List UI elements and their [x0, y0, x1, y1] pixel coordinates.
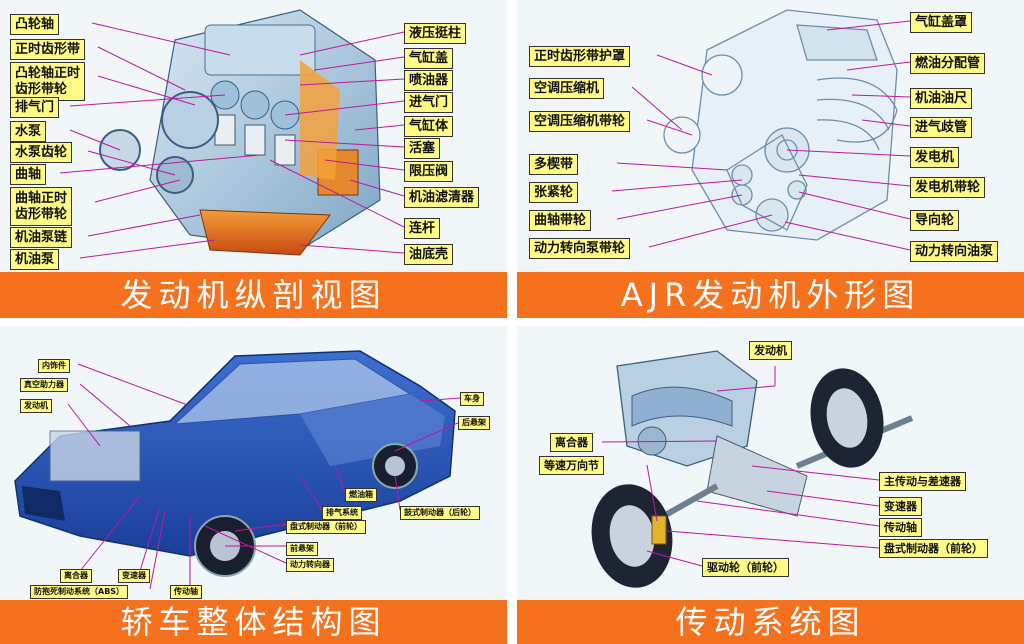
- label-hydraulic-tappet: 液压挺柱: [404, 23, 467, 44]
- label-water-pump-gear: 水泵齿轮: [10, 142, 73, 163]
- label-clutch: 离合器: [550, 433, 593, 452]
- label-alternator: 发电机: [910, 147, 960, 168]
- car-structure-illustration: [14, 350, 461, 590]
- label-engine: 发动机: [20, 399, 52, 413]
- panel-ajr-engine: 正时齿形带护罩 空调压缩机 空调压缩机带轮 多楔带 张紧轮 曲轴带轮 动力转向泵…: [517, 0, 1024, 318]
- panel-title: AJR发动机外形图: [517, 272, 1024, 318]
- label-oil-pan: 油底壳: [404, 244, 454, 265]
- label-piston: 活塞: [404, 138, 441, 159]
- label-intake-manifold: 进气歧管: [910, 117, 973, 138]
- panel-engine-section: 凸轮轴 正时齿形带 凸轮轴正时 齿形带轮 排气门 水泵 水泵齿轮 曲轴 曲轴正时…: [0, 0, 507, 318]
- label-fuel-tank: 燃油箱: [345, 488, 377, 502]
- panel-title: 传动系统图: [517, 600, 1024, 644]
- label-oil-pump-chain: 机油泵链: [10, 227, 73, 248]
- label-oil-pump: 机油泵: [10, 249, 60, 270]
- panel-car-structure: 内饰件 真空助力器 发动机 车身 后悬架 燃油箱 排气系统 鼓式制动器（后轮） …: [0, 326, 507, 644]
- label-cylinder-head: 气缸盖: [404, 48, 454, 69]
- label-crankshaft-pulley: 曲轴带轮: [529, 210, 592, 231]
- label-drive-shaft: 传动轴: [879, 518, 922, 537]
- label-camshaft-timing-pulley: 凸轮轴正时 齿形带轮: [10, 62, 86, 102]
- label-tensioner: 张紧轮: [529, 182, 579, 203]
- label-final-drive-differential: 主传动与差速器: [879, 472, 966, 491]
- label-connecting-rod: 连杆: [404, 218, 441, 239]
- label-power-steering-gear: 动力转向器: [286, 558, 334, 572]
- label-cylinder-block: 气缸体: [404, 116, 454, 137]
- panel-title: 轿车整体结构图: [0, 600, 507, 644]
- label-exhaust-system: 排气系统: [322, 506, 362, 520]
- label-power-steering-pump: 动力转向油泵: [910, 241, 999, 262]
- label-drive-shaft: 传动轴: [170, 585, 202, 599]
- panel-drivetrain: 发动机 离合器 等速万向节 主传动与差速器 变速器 传动轴 盘式制动器（前轮） …: [517, 326, 1024, 644]
- label-camshaft: 凸轮轴: [10, 14, 60, 35]
- label-vacuum-booster: 真空助力器: [20, 378, 68, 392]
- label-crank-timing-pulley: 曲轴正时 齿形带轮: [10, 187, 73, 227]
- engine-section-illustration: [59, 9, 405, 259]
- label-disc-brake-front: 盘式制动器（前轮）: [286, 520, 366, 534]
- label-oil-filter: 机油滤清器: [404, 187, 480, 208]
- label-pressure-relief-valve: 限压阀: [404, 161, 454, 182]
- label-ac-compressor-pulley: 空调压缩机带轮: [529, 111, 631, 132]
- drivetrain-illustration: [591, 350, 914, 588]
- label-alternator-pulley: 发电机带轮: [910, 177, 986, 198]
- label-clutch: 离合器: [60, 569, 92, 583]
- label-front-suspension: 前悬架: [286, 542, 318, 556]
- label-multi-rib-belt: 多楔带: [529, 154, 579, 175]
- label-timing-belt: 正时齿形带: [10, 39, 86, 60]
- label-drive-wheel-front: 驱动轮（前轮）: [702, 558, 789, 577]
- label-ac-compressor: 空调压缩机: [529, 78, 605, 99]
- label-injector: 喷油器: [404, 70, 454, 91]
- label-idler-pulley: 导向轮: [910, 210, 960, 231]
- label-exhaust-valve: 排气门: [10, 97, 60, 118]
- label-intake-valve: 进气门: [404, 92, 454, 113]
- label-fuel-rail: 燃油分配管: [910, 53, 986, 74]
- label-timing-belt-cover: 正时齿形带护罩: [529, 46, 631, 67]
- label-interior: 内饰件: [38, 359, 70, 373]
- label-crankshaft: 曲轴: [10, 164, 47, 185]
- label-disc-brake-front: 盘式制动器（前轮）: [879, 539, 988, 558]
- label-rear-suspension: 后悬架: [458, 416, 490, 430]
- ajr-engine-illustration: [611, 9, 911, 251]
- label-power-steering-pump-pulley: 动力转向泵带轮: [529, 238, 631, 259]
- label-engine: 发动机: [749, 341, 792, 360]
- label-cv-joint: 等速万向节: [539, 456, 604, 475]
- label-transmission: 变速器: [118, 569, 150, 583]
- panel-title: 发动机纵剖视图: [0, 272, 507, 318]
- label-cylinder-head-cover: 气缸盖罩: [910, 12, 973, 33]
- label-abs: 防抱死制动系统（ABS）: [30, 585, 129, 599]
- label-oil-dipstick: 机油油尺: [910, 88, 973, 109]
- label-body: 车身: [460, 392, 484, 406]
- label-drum-brake-rear: 鼓式制动器（后轮）: [400, 506, 480, 520]
- label-water-pump: 水泵: [10, 121, 47, 142]
- label-transmission: 变速器: [879, 497, 922, 516]
